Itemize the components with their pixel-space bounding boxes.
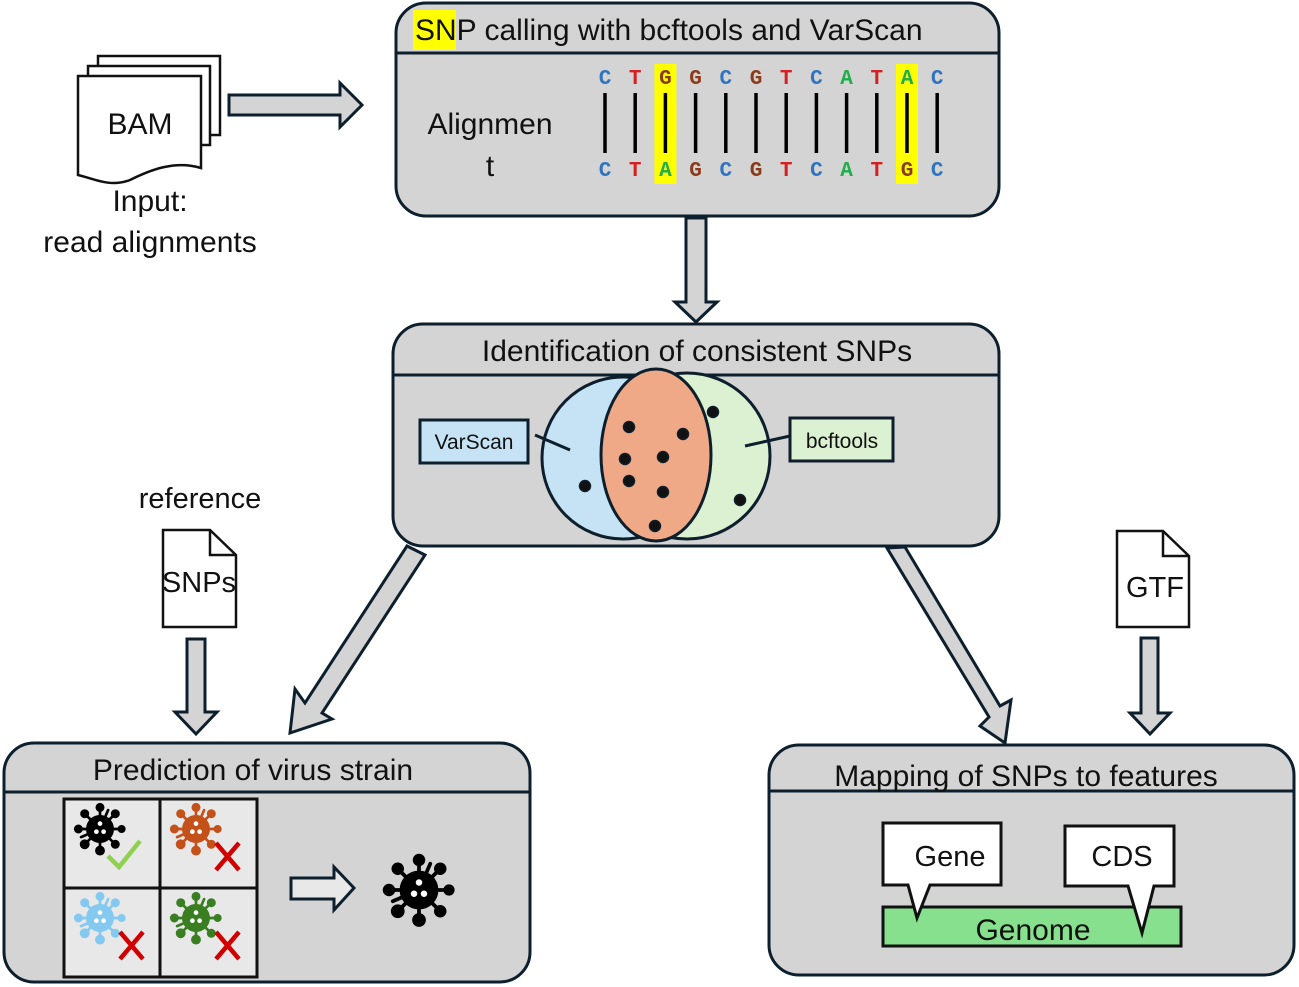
bottom-base: C xyxy=(931,160,944,183)
snp-dot-bcftools-only xyxy=(706,405,720,419)
cds-label: CDS xyxy=(1091,841,1152,873)
predicted-virus-icon xyxy=(381,852,456,929)
arrow-reference-to-prediction xyxy=(171,637,221,737)
venn-diagram: VarScan bcftools xyxy=(418,367,895,543)
check-icon xyxy=(106,839,142,871)
bottom-base: T xyxy=(780,160,793,183)
snp-dot-shared xyxy=(622,420,636,434)
genome-bar xyxy=(881,905,1183,948)
bcftools-label-box xyxy=(788,416,895,463)
arrow-gtf-to-mapping xyxy=(1126,636,1174,737)
reference-snps-group: reference SNPs xyxy=(139,483,262,629)
snp-calling-panel: SNP calling with bcftools and VarScan Al… xyxy=(394,1,1001,218)
top-base: A xyxy=(901,68,914,91)
top-base: T xyxy=(870,68,883,91)
top-base: C xyxy=(810,68,823,91)
bam-label: BAM xyxy=(107,108,172,141)
cross-icon xyxy=(214,841,241,872)
snp-dot-shared xyxy=(656,450,670,464)
top-base: G xyxy=(750,68,763,91)
snp-dot-varscan-only xyxy=(578,479,592,493)
consistent-snps-panel: Identification of consistent SNPs VarSca… xyxy=(391,322,1001,548)
alignment-label-line2: t xyxy=(486,150,495,183)
snp-dot-bcftools-only xyxy=(733,493,747,507)
bottom-base: C xyxy=(599,160,612,183)
varscan-leader-line xyxy=(534,433,571,452)
virus-strain-icon xyxy=(169,890,223,946)
gtf-label: GTF xyxy=(1126,572,1184,604)
reference-snps-document-icon xyxy=(161,528,238,629)
top-base: T xyxy=(629,68,642,91)
top-base: C xyxy=(599,68,612,91)
snp-dot-shared xyxy=(618,452,632,466)
bcftools-label: bcftools xyxy=(806,430,878,453)
gtf-group: GTF xyxy=(1115,529,1191,629)
varscan-label-box xyxy=(418,418,530,465)
arrow-consistent-to-prediction xyxy=(288,544,428,736)
virus-strain-icon xyxy=(72,801,127,857)
virus-strain-icon xyxy=(169,801,223,857)
reference-caption: reference xyxy=(139,483,262,515)
snp-calling-title: SNP calling with bcftools and VarScan xyxy=(415,14,923,47)
bottom-base: G xyxy=(750,160,763,183)
mapping-title: Mapping of SNPs to features xyxy=(834,760,1218,793)
input-caption-line2: read alignments xyxy=(43,226,256,259)
reference-snps-label: SNPs xyxy=(162,567,236,599)
arrow-bam-to-snp-calling xyxy=(227,79,365,131)
bottom-base: C xyxy=(719,160,732,183)
genome-label: Genome xyxy=(975,914,1090,947)
bottom-base: T xyxy=(629,160,642,183)
bottom-base: G xyxy=(901,160,914,183)
virus-strain-icon xyxy=(72,890,127,946)
gtf-document-icon xyxy=(1115,529,1191,629)
top-base: T xyxy=(780,68,793,91)
arrow-consistent-to-mapping xyxy=(884,545,1013,746)
venn-overlap-region xyxy=(599,367,713,543)
bottom-base: A xyxy=(659,160,672,183)
snp-calling-box xyxy=(394,1,1001,218)
bottom-base: T xyxy=(870,160,883,183)
input-caption-line1: Input: xyxy=(112,185,187,218)
top-base: A xyxy=(840,68,853,91)
prediction-title: Prediction of virus strain xyxy=(93,754,413,787)
consistent-snps-title: Identification of consistent SNPs xyxy=(482,335,912,368)
bam-input-group: BAM Input: read alignments xyxy=(43,54,257,259)
virus-icon xyxy=(381,852,456,929)
bottom-base: G xyxy=(689,160,702,183)
cds-callout xyxy=(1063,824,1176,939)
snp-dot-shared xyxy=(676,427,690,441)
snp-dot-shared xyxy=(622,474,636,488)
mapping-panel: Mapping of SNPs to features Genome Gene … xyxy=(767,743,1296,977)
cross-icon xyxy=(214,930,241,961)
snp-title-rest: calling with bcftools and VarScan xyxy=(476,14,922,47)
bcftools-leader-line xyxy=(744,434,791,448)
strain-grid xyxy=(62,797,259,979)
cross-icon xyxy=(118,930,145,961)
prediction-panel: Prediction of virus strain xyxy=(2,741,532,984)
varscan-label: VarScan xyxy=(435,431,514,454)
gene-label: Gene xyxy=(915,841,986,873)
top-base: C xyxy=(931,68,944,91)
arrow-snp-calling-to-consistent xyxy=(671,216,721,325)
bottom-base: A xyxy=(840,160,853,183)
top-base: G xyxy=(689,68,702,91)
bam-document-icon xyxy=(76,74,203,185)
snp-title-highlight xyxy=(413,10,456,50)
alignment-label-line1: Alignmen xyxy=(427,108,552,141)
gene-callout xyxy=(881,821,1003,923)
top-base: C xyxy=(719,68,732,91)
snp-title-highlight-text: SNP xyxy=(415,14,476,47)
bottom-base: C xyxy=(810,160,823,183)
snp-dot-shared xyxy=(648,519,662,533)
top-base: G xyxy=(659,68,672,91)
snp-dot-shared xyxy=(656,485,670,499)
prediction-result-arrow xyxy=(289,863,357,914)
